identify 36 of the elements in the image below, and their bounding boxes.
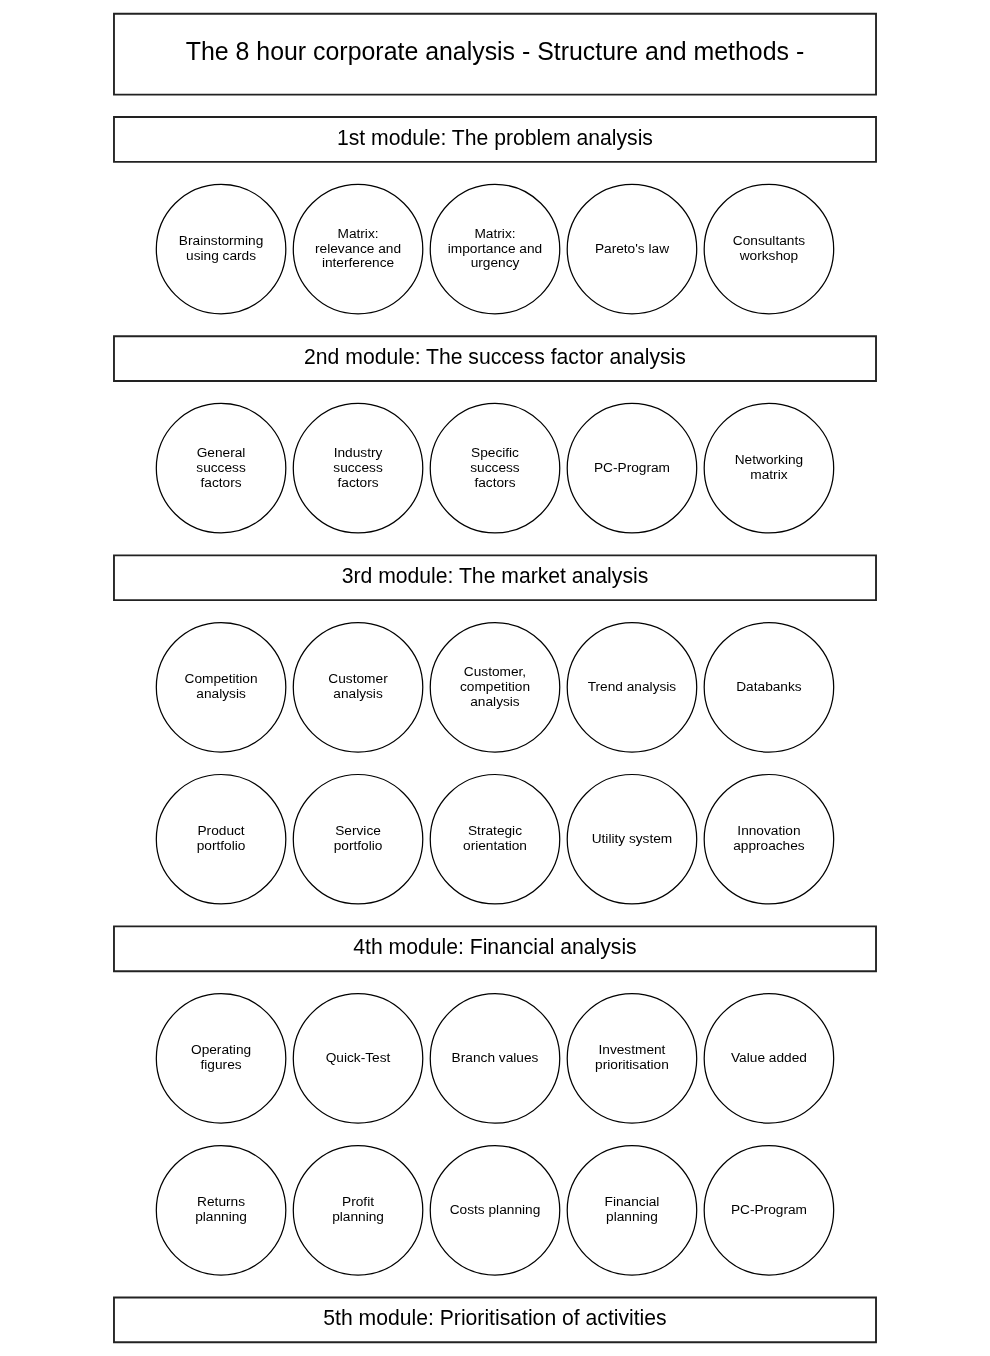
node-box: 4th module: Financial analysis [113,925,877,973]
node-box: The 8 hour corporate analysis - Structure and methods - [113,12,877,96]
node-circle: Consultants workshop [703,183,835,315]
node-circle: Quick-Test [292,993,424,1124]
node-circle: Matrix: importance and urgency [429,183,561,315]
node-circle: Specific success factors [429,402,561,534]
node-box: 5th module: Prioritisation of activities [113,1296,877,1344]
node-circle: Competition analysis [155,621,287,753]
node-circle: Utility system [566,773,698,905]
node-box: 2nd module: The success factor analysis [113,335,877,382]
node-circle: Databanks [703,621,835,753]
node-circle: Strategic orientation [429,773,561,905]
node-circle: Pareto's law [566,183,698,315]
node-circle: PC-Program [703,1144,835,1276]
node-circle: PC-Program [566,402,698,534]
node-circle: Operating figures [155,993,287,1124]
node-circle: Financial planning [566,1144,698,1276]
node-circle: Value added [703,993,835,1124]
node-circle: Customer, competition analysis [429,621,561,753]
node-circle: Matrix: relevance and interference [292,183,424,315]
node-circle: Product portfolio [155,773,287,905]
node-circle: Service portfolio [292,773,424,905]
node-circle: Investment prioritisation [566,993,698,1124]
node-circle: Trend analysis [566,621,698,753]
node-circle: Industry success factors [292,402,424,534]
node-circle: Returns planning [155,1144,287,1276]
node-circle: Customer analysis [292,621,424,753]
node-circle: Brainstorming using cards [155,183,287,315]
node-circle: Networking matrix [703,402,835,534]
node-circle: Innovation approaches [703,773,835,905]
node-circle: General success factors [155,402,287,534]
node-box: 3rd module: The market analysis [113,554,877,602]
node-circle: Costs planning [429,1144,561,1276]
node-box: 1st module: The problem analysis [113,116,877,163]
node-circle: Branch values [429,993,561,1124]
node-circle: Profit planning [292,1144,424,1276]
